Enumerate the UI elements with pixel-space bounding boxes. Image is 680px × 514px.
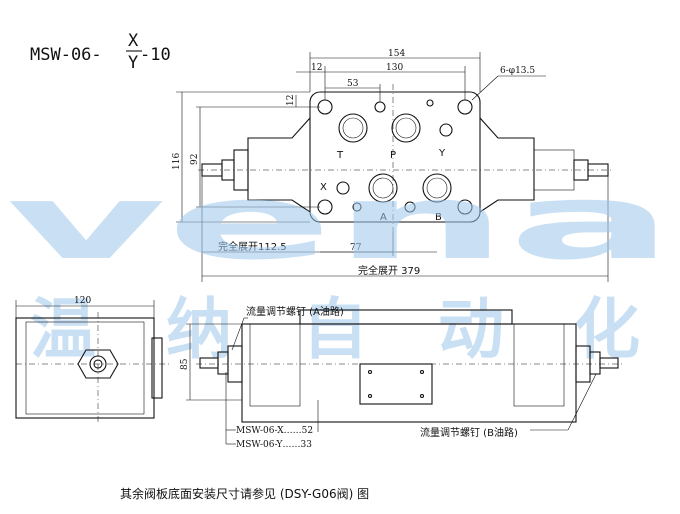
dim-77: 77: [350, 243, 362, 253]
valve-body-front: [241, 323, 577, 423]
top-view: T P Y X A B 154 12 130 53 6-φ13.5: [172, 49, 612, 282]
port-x-label: X: [320, 182, 327, 193]
port-p-label: P: [390, 150, 396, 161]
watermark-char: 化: [574, 291, 640, 368]
dim-112-5: 完全展开112.5: [218, 240, 287, 253]
manifold-top: [299, 309, 513, 325]
model-variant-y: Y: [128, 53, 138, 73]
ports: T P Y X A B: [320, 113, 453, 223]
port-t-label: T: [336, 150, 344, 161]
dimension-lines-bottom: 完全展开112.5 77 完全展开 379: [201, 176, 609, 282]
name-plate: [359, 363, 433, 405]
watermark-char: 动: [438, 291, 504, 368]
end-view-body: [15, 317, 155, 419]
valve-body-plan: [309, 91, 481, 223]
dim-85: 85: [180, 358, 190, 370]
dim-92: 92: [190, 154, 200, 165]
port-y: [439, 123, 453, 137]
watermark-char: 温: [30, 291, 96, 368]
watermark-char: 自: [302, 291, 368, 368]
locating-pin-hole: [352, 202, 362, 212]
mounting-hole: [404, 201, 416, 213]
msw-x-length: MSW-06-X……52: [236, 426, 313, 436]
dim-53: 53: [347, 79, 359, 89]
model-title: MSW-06- X Y -10: [30, 31, 171, 73]
dim-116: 116: [172, 153, 182, 170]
watermark-latin: vena: [6, 161, 674, 283]
dim-hole-spec: 6-φ13.5: [500, 66, 535, 76]
dim-12-side: 12: [286, 95, 296, 106]
callout-b-screw: 流量调节螺钉 (B油路): [420, 426, 518, 439]
model-variant-x: X: [128, 31, 139, 51]
port-p: [391, 113, 421, 143]
msw-y-length: MSW-06-Y……33: [236, 440, 312, 450]
port-t: [338, 113, 368, 143]
port-y-label: Y: [438, 148, 446, 159]
watermark-char: 纳: [166, 291, 232, 368]
port-x: [336, 181, 350, 195]
dimension-lines-left: 116 92 12: [172, 91, 320, 223]
drawing-caption: 其余阀板底面安装尺寸请参见 (DSY-G06阀) 图: [120, 486, 369, 501]
dim-12-top: 12: [311, 63, 322, 73]
model-suffix: -10: [140, 45, 171, 65]
end-view: 120: [15, 296, 170, 424]
watermark: vena 温 纳 自 动 化: [6, 161, 674, 368]
port-a-label: A: [380, 212, 387, 223]
dim-379: 完全展开 379: [358, 264, 420, 277]
port-a: [368, 173, 398, 203]
port-b: [422, 173, 452, 203]
dimension-lines-top: 154 12 130 53 6-φ13.5: [296, 49, 546, 102]
mounting-hole: [457, 99, 473, 115]
mounting-hole: [374, 101, 386, 113]
dim-120: 120: [74, 296, 91, 306]
locating-pin-hole: [426, 99, 434, 107]
dim-130: 130: [386, 63, 403, 73]
mounting-hole: [457, 199, 473, 215]
mounting-hole: [317, 99, 333, 115]
port-b-label: B: [435, 212, 442, 223]
dim-154: 154: [388, 49, 405, 59]
front-view: 85 流量调节螺钉 (A油路) 流量调节螺钉 (B油路) MSW-06-X……5…: [180, 305, 624, 450]
callout-a-screw: 流量调节螺钉 (A油路): [246, 305, 344, 318]
model-prefix: MSW-06-: [30, 45, 102, 65]
